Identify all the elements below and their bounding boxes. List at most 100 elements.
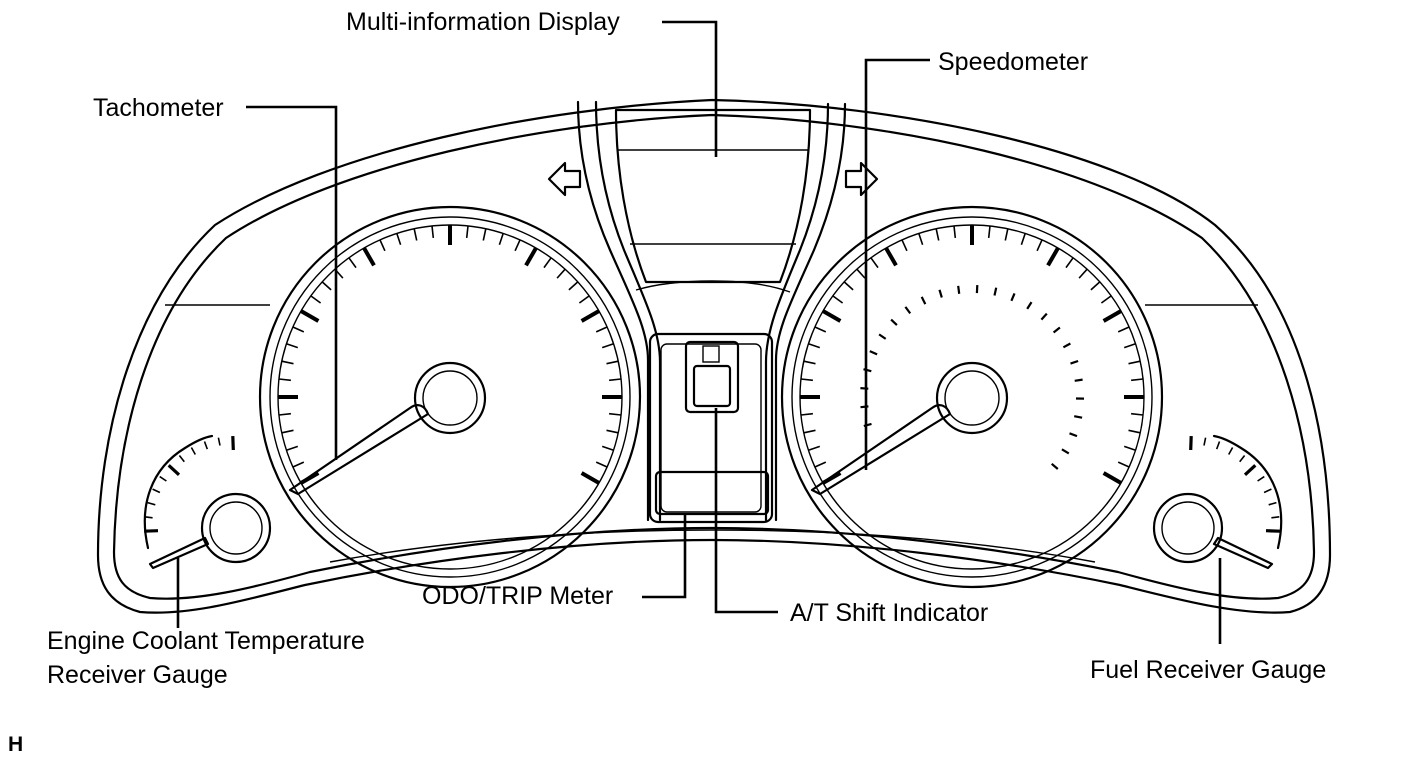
minor-tick [1131,378,1144,382]
fuel-tick-marks [1189,436,1280,533]
minor-tick [904,306,912,315]
minor-tick [1070,359,1079,365]
minor-tick [152,488,161,494]
minor-tick [578,295,590,304]
minor-tick [808,343,821,349]
minor-tick [878,333,887,340]
label-multi-information-display: Multi-information Display [346,8,620,36]
minor-tick [1004,228,1009,241]
minor-tick [606,429,619,434]
minor-tick [890,318,898,326]
major-tick [1046,247,1060,267]
minor-tick [310,295,322,304]
minor-tick [1268,501,1277,506]
minor-tick [379,239,386,252]
minor-tick [543,257,552,269]
minor-tick [1117,461,1130,468]
speedometer-hub [935,361,1009,435]
minor-tick [1123,343,1136,349]
major-tick [167,464,181,476]
minor-tick [1228,447,1234,455]
tachometer-hub [413,361,487,435]
minor-tick [144,516,153,519]
minor-tick [814,326,827,333]
major-tick [884,247,898,267]
leader-speedometer [864,58,930,470]
minor-tick [901,239,908,252]
major-tick [1265,529,1280,533]
leader-tachometer [246,105,338,460]
minor-tick [1065,257,1074,269]
major-tick [580,309,600,323]
minor-tick [1100,295,1112,304]
label-fuel-receiver-gauge: Fuel Receiver Gauge [1090,656,1326,684]
major-tick [231,436,235,451]
minor-tick [1257,475,1265,482]
label-speedometer: Speedometer [938,48,1088,76]
at-shift-indicator-display [684,340,740,414]
minor-tick [1020,233,1026,246]
coolant-needle [148,536,210,570]
right-turn-arrow-icon [844,161,879,197]
minor-tick [1128,360,1141,365]
minor-tick [1040,312,1048,321]
minor-tick [292,461,305,468]
fuel-needle [1212,536,1274,570]
minor-tick [159,475,167,482]
minor-tick [348,257,357,269]
minor-tick [1090,281,1101,291]
label-engine-coolant-line2: Receiver Gauge [47,661,228,689]
label-tachometer: Tachometer [93,94,224,122]
minor-tick [920,296,927,305]
minor-tick [431,225,435,238]
major-tick [1243,464,1257,476]
coolant-hub [200,492,272,564]
minor-tick [147,501,156,506]
speedometer-needle [810,404,952,496]
coolant-temperature-gauge [143,434,272,570]
minor-tick [413,228,418,241]
fuel-hub [1152,492,1224,564]
major-tick [1102,309,1122,323]
minor-tick [482,228,487,241]
minor-tick [1050,462,1059,470]
label-engine-coolant-line1: Engine Coolant Temperature [47,627,365,655]
minor-tick [609,378,622,382]
leader-multi-information-display [662,20,718,157]
minor-tick [993,287,998,296]
tachometer-needle [288,404,430,496]
multi-information-display [614,108,812,284]
minor-tick [957,285,961,294]
minor-tick [800,378,813,382]
major-tick [144,529,159,533]
major-tick [580,471,600,485]
label-odo-trip-meter: ODO/TRIP Meter [422,582,613,610]
minor-tick [938,289,943,298]
minor-tick [808,445,821,451]
major-tick [300,309,320,323]
minor-tick [918,233,924,246]
minor-tick [190,447,196,455]
tachometer-dial [258,205,642,589]
minor-tick [281,429,294,434]
minor-tick [203,441,209,450]
minor-tick [953,225,957,238]
leader-lines [176,20,1222,644]
minor-tick [465,225,469,238]
minor-tick [1263,488,1272,494]
major-tick [362,247,376,267]
minor-tick [606,360,619,365]
minor-tick [870,257,879,269]
odo-trip-display [654,470,770,516]
minor-tick [514,239,521,252]
speedometer-dial [780,205,1164,589]
minor-tick [568,281,579,291]
label-at-shift-indicator: A/T Shift Indicator [790,599,988,627]
major-tick [822,309,842,323]
minor-tick [803,360,816,365]
minor-tick [278,378,291,382]
minor-tick [286,445,299,451]
minor-tick [856,268,866,279]
coolant-tick-marks [144,436,235,533]
